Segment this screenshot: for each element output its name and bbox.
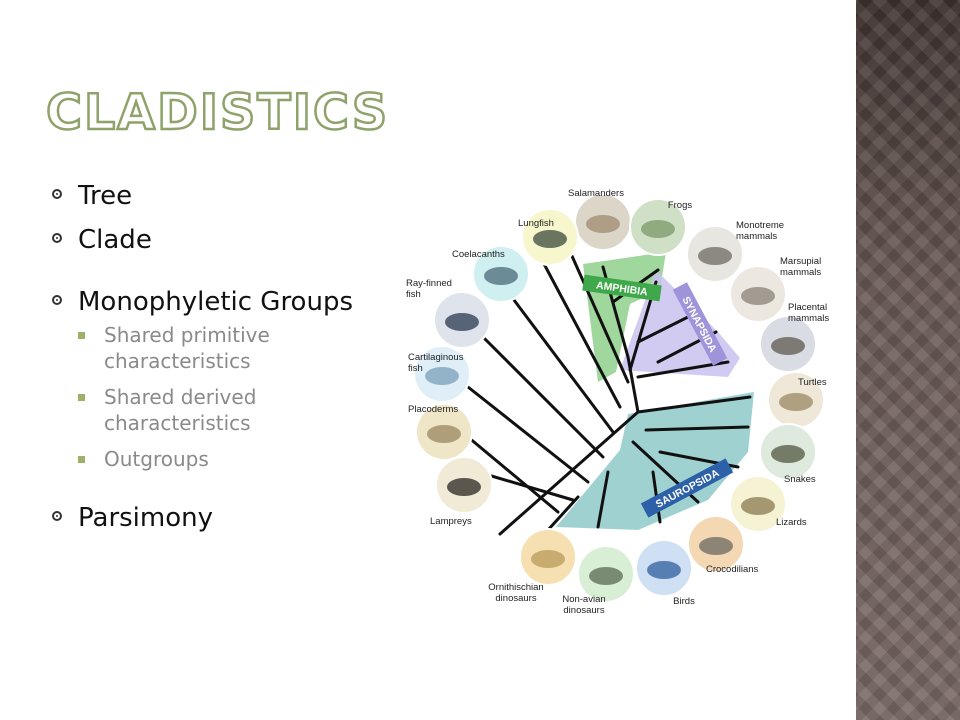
bullet-item: Monophyletic Groups Shared primitive cha… [52, 286, 392, 472]
synapsida-label-badge [672, 282, 728, 366]
taxon-label-line: Non-avian [562, 594, 605, 605]
taxon-label: Crocodilians [706, 564, 759, 575]
animal-silhouette-icon [484, 267, 518, 285]
animal-silhouette-icon [531, 550, 565, 568]
animal-silhouette-icon [771, 337, 805, 355]
taxon-label: Lampreys [430, 516, 472, 527]
taxon-label: Placoderms [408, 404, 458, 415]
animal-silhouette-icon [427, 425, 461, 443]
bullet-text: Parsimony [78, 503, 214, 533]
bullet-item: Tree [52, 180, 392, 212]
animal-silhouette-icon [641, 220, 675, 238]
sub-bullet-list: Shared primitive characteristics Shared … [78, 322, 392, 472]
animal-silhouette-icon [741, 287, 775, 305]
animal-silhouette-icon [779, 393, 813, 411]
sub-bullet-text: Shared primitive characteristics [104, 323, 270, 373]
animal-silhouette-icon [445, 313, 479, 331]
taxon-label: Lizards [776, 517, 807, 528]
taxon-label-line: dinosaurs [495, 593, 536, 604]
bullet-list: Tree Clade Monophyletic Groups Shared pr… [52, 180, 392, 546]
target-bullet-icon [52, 189, 62, 199]
tree-branch [466, 385, 590, 484]
taxon-label-line: fish [406, 289, 421, 300]
sub-bullet-item: Outgroups [78, 446, 392, 472]
tree-branch [546, 495, 580, 532]
bullet-text: Tree [78, 181, 133, 211]
taxon-label-line: dinosaurs [563, 605, 604, 616]
sub-bullet-text: Outgroups [104, 447, 209, 471]
square-bullet-icon [78, 394, 85, 401]
taxon-label: Birds [673, 596, 695, 607]
tree-branch [596, 470, 610, 529]
taxon-label-line: Ray-finned [406, 278, 452, 289]
sub-bullet-text: Shared derived characteristics [104, 385, 257, 435]
target-bullet-icon [52, 233, 62, 243]
taxon-label-line: Cartilaginous [408, 352, 464, 363]
taxon-label-line: Marsupial [780, 256, 821, 267]
bullet-item: Parsimony [52, 502, 392, 534]
sub-bullet-item: Shared derived characteristics [78, 384, 392, 436]
taxon-label-line: fish [408, 363, 423, 374]
animal-silhouette-icon [741, 497, 775, 515]
decorative-side-band [856, 0, 960, 720]
taxon-label-line: Ornithischian [488, 582, 543, 593]
tree-branch [566, 245, 630, 384]
taxon-label: Frogs [668, 200, 693, 211]
amphibia-label-badge [582, 274, 662, 302]
target-bullet-icon [52, 295, 62, 305]
amphibia-label-group: AMPHIBIA [582, 274, 662, 302]
animal-silhouette-icon [771, 445, 805, 463]
slide-title: Cladistics [45, 84, 390, 141]
target-bullet-icon [52, 511, 62, 521]
tree-branch [644, 425, 750, 432]
square-bullet-icon [78, 456, 85, 463]
square-bullet-icon [78, 332, 85, 339]
taxon-label-line: Monotreme [736, 220, 784, 231]
taxon-label: Lungfish [518, 218, 554, 229]
taxon-label-line: mammals [788, 313, 829, 324]
bullet-text: Monophyletic Groups [78, 287, 353, 317]
animal-silhouette-icon [699, 537, 733, 555]
animal-silhouette-icon [425, 367, 459, 385]
taxon-label-line: Placental [788, 302, 827, 313]
sub-bullet-item: Shared primitive characteristics [78, 322, 392, 374]
taxon-label-line: mammals [780, 267, 821, 278]
animal-silhouette-icon [647, 561, 681, 579]
animal-silhouette-icon [589, 567, 623, 585]
tree-branch [541, 260, 622, 409]
taxon-label: Salamanders [568, 188, 624, 199]
bullet-item: Clade [52, 224, 392, 256]
animal-silhouette-icon [447, 478, 481, 496]
tree-branch [506, 290, 615, 434]
taxon-label: Turtles [798, 377, 827, 388]
animal-silhouette-icon [698, 247, 732, 265]
animal-silhouette-icon [533, 230, 567, 248]
taxon-label-line: mammals [736, 231, 777, 242]
bullet-text: Clade [78, 225, 152, 255]
taxon-label: Coelacanths [452, 249, 505, 260]
tree-branch [636, 395, 752, 414]
taxon-label: Snakes [784, 474, 816, 485]
tree-branch [476, 330, 605, 459]
tree-branch [498, 410, 640, 536]
tree-branches [466, 245, 752, 536]
tree-branch [466, 435, 560, 514]
sauropsida-label-badge [640, 458, 734, 518]
animal-silhouette-icon [586, 215, 620, 233]
